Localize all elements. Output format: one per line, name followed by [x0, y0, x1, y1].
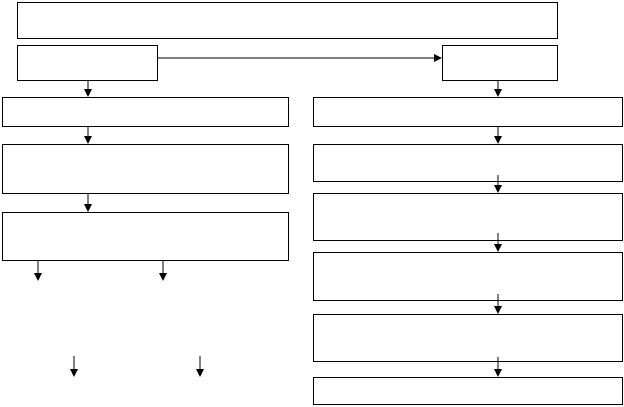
right-step-5-box — [313, 314, 623, 362]
title-box — [17, 2, 558, 39]
right-start-box — [442, 45, 558, 81]
right-step-6-box — [313, 377, 623, 405]
right-step-2-box — [313, 144, 623, 182]
left-step-2-box — [2, 144, 289, 194]
right-step-1-box — [313, 97, 623, 127]
left-step-3-box — [2, 212, 289, 261]
right-step-4-box — [313, 252, 623, 301]
left-step-1-box — [2, 97, 289, 127]
right-step-3-box — [313, 193, 623, 241]
left-start-box — [17, 45, 158, 81]
